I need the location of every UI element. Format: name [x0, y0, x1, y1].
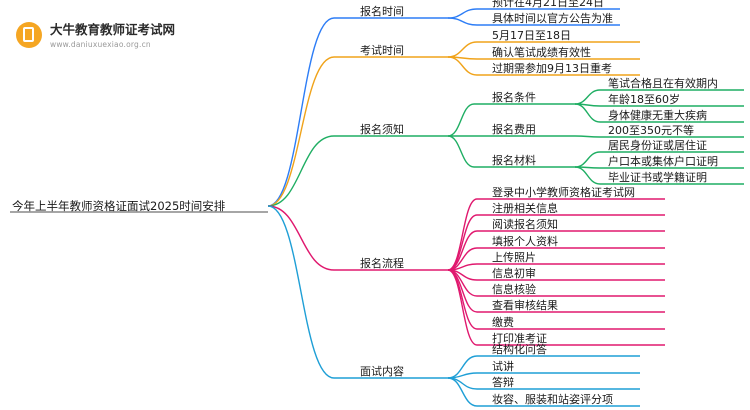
leaf-label: 确认笔试成绩有效性 [492, 45, 591, 59]
leaf-label: 过期需参加9月13日重考 [492, 61, 612, 75]
watermark-logo: 大牛教育教师证考试网 www.daniuxuexiao.org.cn [12, 10, 222, 50]
leaf-connector [447, 17, 478, 26]
leaf-connector [574, 166, 601, 185]
sub-branch-label: 报名材料 [492, 153, 536, 167]
leaf-label: 缴费 [492, 315, 514, 329]
watermark-title: 大牛教育教师证考试网 [50, 22, 176, 37]
branch-label: 报名流程 [360, 256, 404, 270]
leaf-label: 年龄18至60岁 [608, 92, 680, 106]
leaf-connector [447, 8, 478, 19]
branch-connector [267, 205, 335, 271]
leaf-label: 填报个人资料 [492, 234, 558, 248]
leaf-label: 登录中小学教师资格证考试网 [492, 185, 635, 199]
leaf-connector [447, 214, 478, 271]
branch-connector [267, 205, 335, 379]
leaf-label: 查看审核结果 [492, 298, 558, 312]
branch-connector [267, 17, 335, 207]
sub-branch-label: 报名费用 [492, 122, 536, 136]
leaf-connector [447, 355, 478, 379]
leaf-label: 信息初审 [492, 266, 536, 280]
leaf-label: 户口本或集体户口证明 [608, 154, 718, 168]
book-icon [16, 22, 42, 48]
leaf-connector [447, 56, 478, 76]
branch-connector [267, 135, 335, 207]
leaf-connector [447, 269, 478, 346]
sub-connector [447, 103, 475, 137]
leaf-connector [447, 377, 478, 407]
leaf-connector [447, 372, 478, 379]
leaf-label: 妆容、服装和站姿评分项 [492, 392, 613, 406]
sub-connector [447, 135, 475, 168]
leaf-label: 结构化问答 [492, 342, 547, 356]
branch-label: 面试内容 [360, 364, 404, 378]
leaf-label: 答辩 [492, 375, 514, 389]
leaf-connector [574, 103, 601, 123]
branch-label: 考试时间 [360, 44, 404, 57]
leaf-connector [447, 41, 478, 58]
leaf-connector [574, 89, 601, 105]
leaf-label: 5月17日至18日 [492, 29, 571, 42]
branch-label: 报名须知 [360, 122, 404, 136]
sub-branch-label: 报名条件 [492, 90, 536, 104]
leaf-label: 阅读报名须知 [492, 217, 558, 231]
leaf-connector [574, 151, 601, 168]
leaf-label: 试讲 [492, 359, 514, 373]
branch-connector [267, 56, 335, 207]
leaf-label: 打印准考证 [492, 331, 547, 345]
leaf-label: 居民身份证或居住证 [608, 138, 707, 152]
branch-label: 报名时间 [360, 4, 404, 18]
leaf-label: 信息核验 [492, 282, 536, 296]
leaf-connector [574, 135, 601, 138]
leaf-label: 注册相关信息 [492, 201, 558, 215]
watermark-url: www.daniuxuexiao.org.cn [50, 40, 151, 49]
root-topic: 今年上半年教师资格证面试2025时间安排 [12, 199, 226, 213]
leaf-label: 200至350元不等 [608, 123, 694, 137]
leaf-label: 毕业证书或学籍证明 [608, 170, 707, 184]
leaf-label: 笔试合格且在有效期内 [608, 76, 718, 90]
leaf-label: 预计在4月21日至24日 [492, 0, 604, 9]
leaf-label: 身体健康无重大疾病 [608, 108, 707, 122]
leaf-label: 上传照片 [492, 251, 536, 264]
leaf-label: 具体时间以官方公告为准 [492, 11, 613, 25]
